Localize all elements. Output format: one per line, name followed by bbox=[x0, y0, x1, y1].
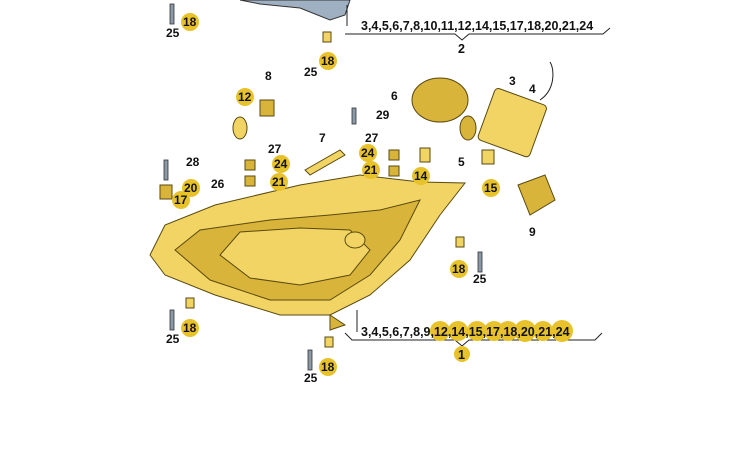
group-number-bottom: 1 bbox=[458, 348, 465, 362]
callout-24[interactable]: 24 bbox=[274, 157, 288, 171]
callout-21[interactable]: 21 bbox=[364, 163, 378, 177]
callout-12[interactable]: 12 bbox=[238, 90, 252, 104]
callout-18[interactable]: 18 bbox=[321, 360, 335, 374]
callout-21[interactable]: 21 bbox=[272, 175, 286, 189]
callout-18[interactable]: 18 bbox=[321, 54, 335, 68]
adjuster bbox=[159, 184, 173, 200]
callout-14[interactable]: 14 bbox=[414, 169, 428, 183]
callout-8[interactable]: 8 bbox=[265, 69, 272, 83]
upper-headlight-housing bbox=[239, 0, 351, 21]
callout-27[interactable]: 27 bbox=[268, 142, 282, 156]
callout-25[interactable]: 25 bbox=[166, 26, 180, 40]
callout-18[interactable]: 18 bbox=[183, 321, 197, 335]
group-parts-list-top: 3,4,5,6,7,8,10,11,12,14,15,17,18,20,21,2… bbox=[361, 19, 593, 33]
group-bracket-top bbox=[345, 27, 611, 41]
cable bbox=[539, 61, 554, 101]
group-number-top: 2 bbox=[458, 42, 465, 56]
callout-3[interactable]: 3 bbox=[509, 74, 516, 88]
module bbox=[517, 174, 556, 216]
callout-15[interactable]: 15 bbox=[484, 181, 498, 195]
bulb bbox=[232, 116, 248, 140]
callout-25[interactable]: 25 bbox=[166, 332, 180, 346]
callout-18[interactable]: 18 bbox=[183, 15, 197, 29]
headlight-assembly bbox=[149, 174, 467, 331]
callout-6[interactable]: 6 bbox=[391, 89, 398, 103]
group-highlight-bottom bbox=[430, 320, 573, 362]
group-parts-list-bottom: 3,4,5,6,7,8,9,12,14,15,17,18,20,21,24 bbox=[361, 325, 570, 339]
bulb-holder bbox=[459, 115, 477, 141]
callout-25[interactable]: 25 bbox=[304, 371, 318, 385]
callout-26[interactable]: 26 bbox=[211, 177, 225, 191]
callouts: 18 25 18 25 8 12 6 3 4 29 7 27 24 21 28 … bbox=[166, 13, 536, 385]
callout-24[interactable]: 24 bbox=[361, 146, 375, 160]
callout-18[interactable]: 18 bbox=[452, 262, 466, 276]
bulb-b bbox=[481, 149, 495, 165]
callout-9[interactable]: 9 bbox=[529, 225, 536, 239]
callout-25[interactable]: 25 bbox=[304, 65, 318, 79]
bulb-socket bbox=[259, 99, 275, 117]
bracket bbox=[304, 149, 346, 176]
callout-29[interactable]: 29 bbox=[376, 108, 390, 122]
bulb-h bbox=[419, 147, 431, 163]
cover-cap bbox=[411, 77, 469, 123]
callout-5[interactable]: 5 bbox=[458, 155, 465, 169]
control-unit bbox=[477, 88, 547, 158]
callout-7[interactable]: 7 bbox=[319, 131, 326, 145]
callout-28[interactable]: 28 bbox=[186, 155, 200, 169]
callout-20[interactable]: 20 bbox=[184, 181, 198, 195]
callout-25[interactable]: 25 bbox=[473, 272, 487, 286]
callout-4[interactable]: 4 bbox=[529, 82, 536, 96]
callout-27[interactable]: 27 bbox=[365, 131, 379, 145]
callout-17[interactable]: 17 bbox=[174, 193, 188, 207]
